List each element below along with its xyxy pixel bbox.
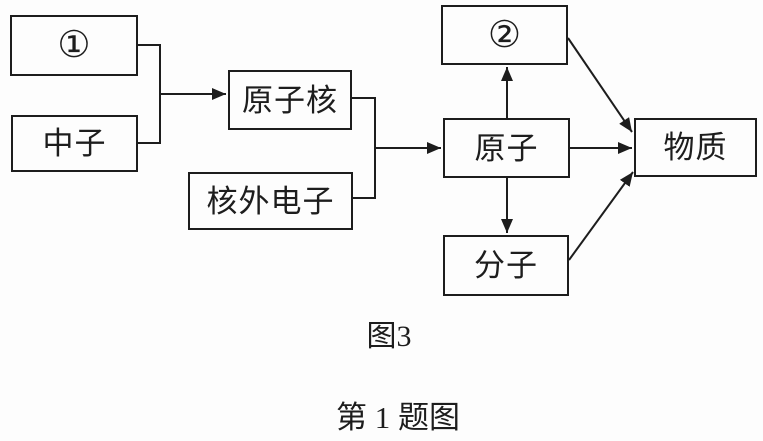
node-atom-label: 原子	[474, 130, 539, 166]
node-neutron: 中子	[11, 115, 138, 172]
node-nucleus-label: 原子核	[242, 82, 338, 118]
node-blank-1: ①	[10, 15, 138, 76]
node-blank-2-label: ②	[487, 14, 522, 56]
bracket-box1-neutron	[138, 44, 161, 144]
node-molecule: 分子	[443, 235, 569, 296]
arrow-box2-to-matter	[567, 37, 633, 133]
node-outer-electrons-label: 核外电子	[206, 183, 335, 219]
node-nucleus: 原子核	[228, 70, 352, 130]
node-atom: 原子	[443, 118, 570, 178]
node-blank-1-label: ①	[57, 25, 91, 66]
node-neutron-label: 中子	[42, 126, 107, 161]
node-matter-label: 物质	[663, 130, 728, 165]
node-molecule-label: 分子	[474, 248, 538, 283]
node-matter: 物质	[634, 118, 757, 177]
figure-caption: 图3	[366, 320, 412, 353]
arrow-molecule-to-matter	[568, 171, 634, 261]
node-blank-2: ②	[441, 5, 568, 65]
bracket-nucleus-electrons	[352, 97, 376, 199]
node-outer-electrons: 核外电子	[188, 172, 353, 230]
question-caption: 第 1 题图	[336, 400, 460, 435]
